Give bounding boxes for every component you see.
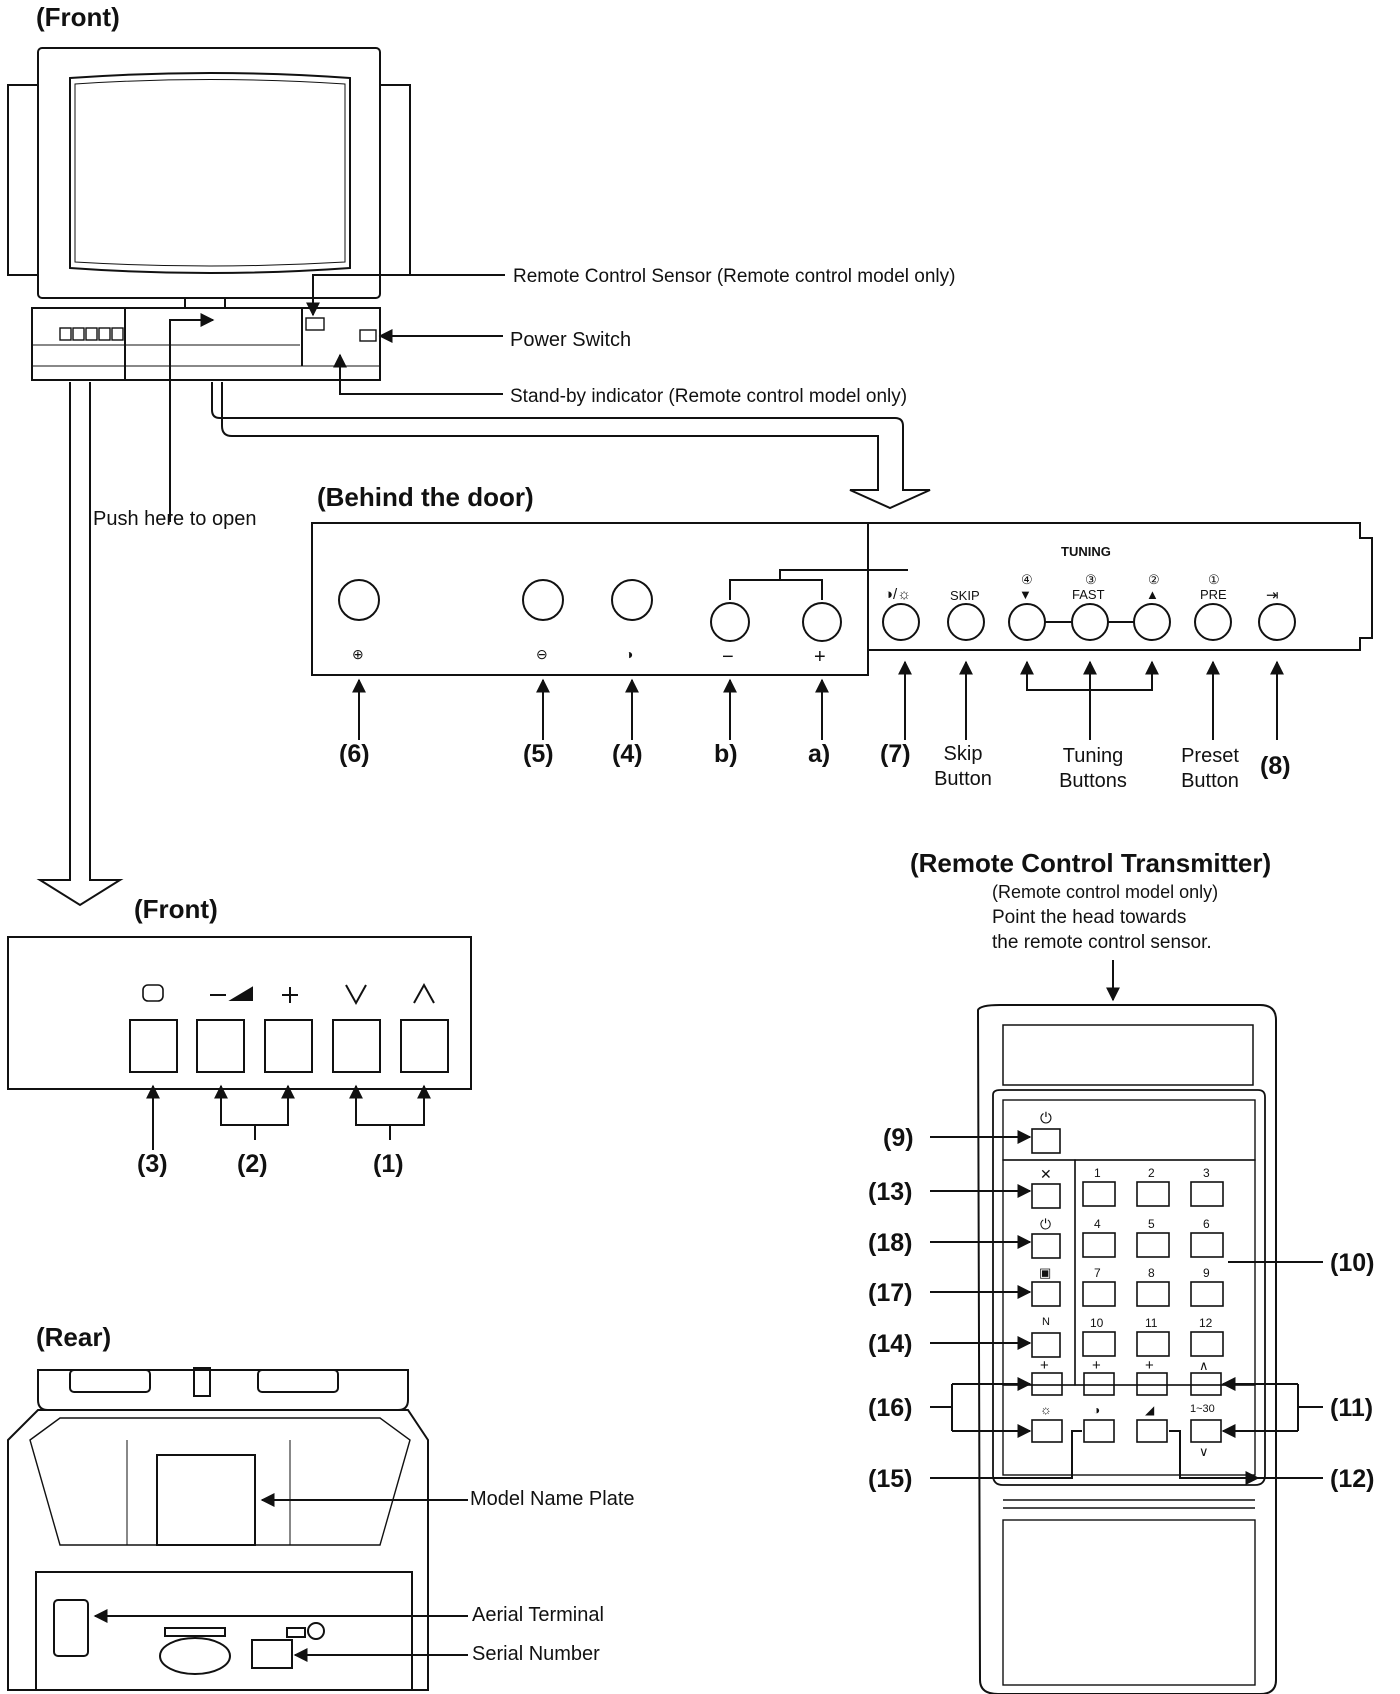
- label-minus: −: [722, 646, 734, 668]
- heading-front-panel: (Front): [134, 894, 218, 924]
- heading-behind-door: (Behind the door): [317, 482, 534, 512]
- channel-down-icon: ∨: [1199, 1444, 1209, 1459]
- key-10-label: 10: [1090, 1316, 1104, 1330]
- label-3: (3): [137, 1150, 168, 1178]
- label-14: (14): [868, 1330, 913, 1358]
- remote-note-1: (Remote control model only): [992, 882, 1219, 902]
- label-a: a): [808, 740, 831, 768]
- label-2: (2): [237, 1150, 268, 1178]
- tuning-buttons-text: Tuning Buttons: [1059, 745, 1127, 792]
- label-skip-button: Skip Button: [925, 742, 1001, 792]
- ext-input-icon: ⇥: [1266, 587, 1279, 604]
- knob-6-icon: ⊕: [352, 646, 364, 662]
- mute-icon: ✕: [1040, 1166, 1052, 1182]
- label-5: (5): [523, 740, 554, 768]
- label-9: (9): [883, 1124, 914, 1152]
- symbol-colour-bright: ◑/☼: [884, 586, 911, 603]
- timer-icon: ⏻: [1040, 1216, 1052, 1232]
- key-8-label: 8: [1148, 1266, 1155, 1280]
- label-model-plate: Model Name Plate: [470, 1488, 635, 1510]
- key-9-label: 9: [1203, 1266, 1210, 1280]
- label-8: (8): [1260, 752, 1291, 780]
- up-triangle-icon: ▲: [1146, 587, 1159, 602]
- label-17: (17): [868, 1279, 913, 1307]
- label-skip: SKIP: [950, 588, 980, 603]
- plus-icon-3: +: [1145, 1357, 1154, 1374]
- down-triangle-icon: ▼: [1019, 587, 1032, 602]
- plus-icon: +: [1040, 1357, 1049, 1374]
- power-icon: ⏻: [1040, 1110, 1052, 1127]
- skip-button-text: Skip Button: [934, 743, 992, 790]
- brightness-icon: ☼: [1040, 1402, 1052, 1417]
- label-fast: FAST: [1072, 587, 1105, 602]
- label-18: (18): [868, 1229, 913, 1257]
- channel-up-icon: ∧: [1199, 1358, 1209, 1373]
- key-11-label: 11: [1145, 1316, 1158, 1330]
- label-1: (1): [373, 1150, 404, 1178]
- key-5-label: 5: [1148, 1217, 1155, 1231]
- label-tuning-buttons: Tuning Buttons: [1043, 744, 1143, 794]
- callout-remote-sensor: Remote Control Sensor (Remote control mo…: [513, 266, 956, 287]
- callout-push-open: Push here to open: [93, 508, 257, 530]
- callout-standby: Stand-by indicator (Remote control model…: [510, 386, 908, 407]
- label-tuning: TUNING: [1061, 544, 1111, 559]
- key-4-label: 4: [1094, 1217, 1101, 1231]
- key-12-label: 12: [1199, 1316, 1213, 1330]
- label-pre: PRE: [1200, 587, 1227, 602]
- knob-5-icon: ⊖: [536, 646, 548, 662]
- key-7-label: 7: [1094, 1266, 1101, 1280]
- remote-note-2: Point the head towards: [992, 907, 1187, 928]
- label-b: b): [714, 740, 738, 768]
- label-10: (10): [1330, 1249, 1375, 1277]
- key-2-label: 2: [1148, 1166, 1155, 1180]
- remote-note-3: the remote control sensor.: [992, 932, 1212, 953]
- plus-icon-2: +: [1092, 1357, 1101, 1374]
- label-11: (11): [1330, 1394, 1374, 1422]
- tv-rear-illustration: [7, 1367, 429, 1691]
- display-icon: ▣: [1039, 1265, 1052, 1280]
- label-6: (6): [339, 740, 370, 768]
- heading-remote: (Remote Control Transmitter): [910, 848, 1272, 878]
- label-7: (7): [880, 740, 911, 768]
- colour-icon-remote: ◑: [1093, 1403, 1101, 1417]
- label-4: (4): [612, 740, 643, 768]
- label-plus: +: [814, 646, 826, 668]
- label-12: (12): [1330, 1465, 1375, 1493]
- label-aerial: Aerial Terminal: [472, 1604, 604, 1626]
- label-preset-button: Preset Button: [1170, 744, 1250, 794]
- label-16: (16): [868, 1394, 913, 1422]
- label-serial: Serial Number: [472, 1643, 600, 1665]
- label-15: (15): [868, 1465, 913, 1493]
- key-1-label: 1: [1094, 1166, 1101, 1180]
- label-circ1: ①: [1208, 572, 1220, 587]
- heading-rear: (Rear): [36, 1322, 112, 1352]
- label-circ4: ④: [1021, 572, 1033, 587]
- label-13: (13): [868, 1178, 913, 1206]
- tv-front-illustration: [7, 47, 411, 381]
- normal-icon: N: [1042, 1316, 1050, 1328]
- callout-power-switch: Power Switch: [510, 329, 632, 351]
- label-circ3: ③: [1085, 572, 1097, 587]
- colour-icon: ◑: [625, 646, 634, 662]
- channel-range: 1~30: [1190, 1403, 1215, 1415]
- heading-front-top: (Front): [36, 2, 120, 32]
- key-6-label: 6: [1203, 1217, 1210, 1231]
- volume-icon: ◢: [1145, 1403, 1155, 1417]
- key-3-label: 3: [1203, 1166, 1210, 1180]
- label-circ2: ②: [1148, 572, 1160, 587]
- preset-button-text: Preset Button: [1181, 745, 1239, 792]
- door-knobs: [338, 579, 1296, 642]
